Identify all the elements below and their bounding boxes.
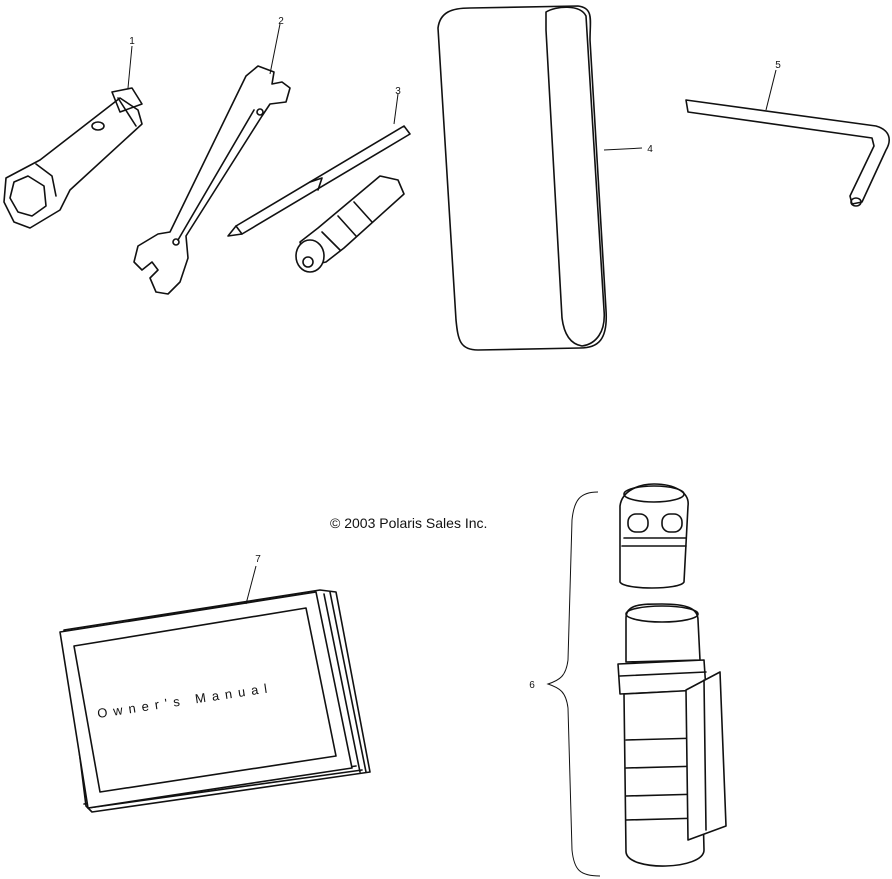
screwdriver xyxy=(227,125,411,273)
copyright-notice: © 2003 Polaris Sales Inc. xyxy=(330,515,487,531)
callout-1: 1 xyxy=(129,36,135,47)
leader-2 xyxy=(269,23,281,75)
leader-1 xyxy=(127,45,133,89)
callout-7: 7 xyxy=(255,554,261,565)
leader-3 xyxy=(393,93,399,125)
callout-6: 6 xyxy=(529,680,535,691)
tool-pouch xyxy=(437,5,607,351)
callout-3: 3 xyxy=(395,86,401,97)
bracket-6 xyxy=(546,491,601,877)
spark-plug-socket xyxy=(3,87,143,229)
callout-4: 4 xyxy=(647,144,653,155)
callout-2: 2 xyxy=(278,16,284,27)
leader-7 xyxy=(245,565,257,605)
leader-4 xyxy=(603,147,643,151)
fuse-cap xyxy=(619,483,689,589)
leader-5 xyxy=(765,69,777,111)
hex-key xyxy=(685,99,890,207)
fuse-body xyxy=(617,603,727,867)
callout-5: 5 xyxy=(775,60,781,71)
owners-manual: Owner's Manual xyxy=(59,589,371,813)
open-end-wrench xyxy=(133,65,291,295)
